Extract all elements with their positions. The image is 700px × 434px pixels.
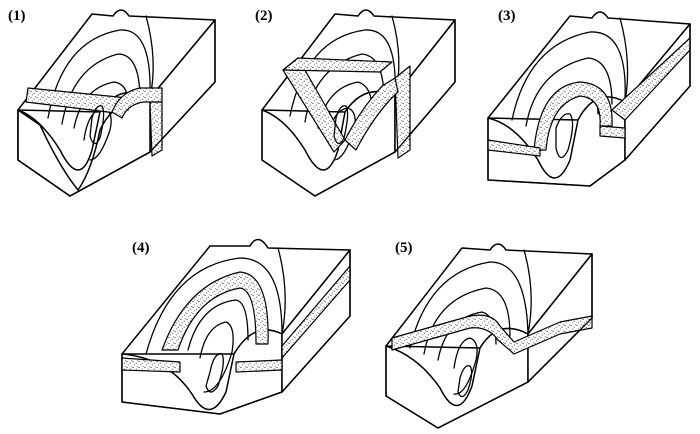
panel-2-label: (2) xyxy=(255,8,273,24)
panel-1-label: (1) xyxy=(8,8,26,24)
panel-5-block xyxy=(385,243,593,429)
panel-3: (3) xyxy=(487,8,691,187)
panel-4-label: (4) xyxy=(132,240,150,256)
panel-4-block xyxy=(121,238,351,415)
panel-2-block xyxy=(261,9,456,197)
panel-2: (2) xyxy=(255,8,456,197)
panel-3-label: (3) xyxy=(498,8,516,24)
panel-1-block xyxy=(17,9,216,197)
panel-4: (4) xyxy=(121,238,351,415)
panel-5: (5) xyxy=(385,240,593,429)
panel-3-block xyxy=(487,11,691,187)
panel-1: (1) xyxy=(8,8,216,197)
panel-5-label: (5) xyxy=(395,240,413,256)
